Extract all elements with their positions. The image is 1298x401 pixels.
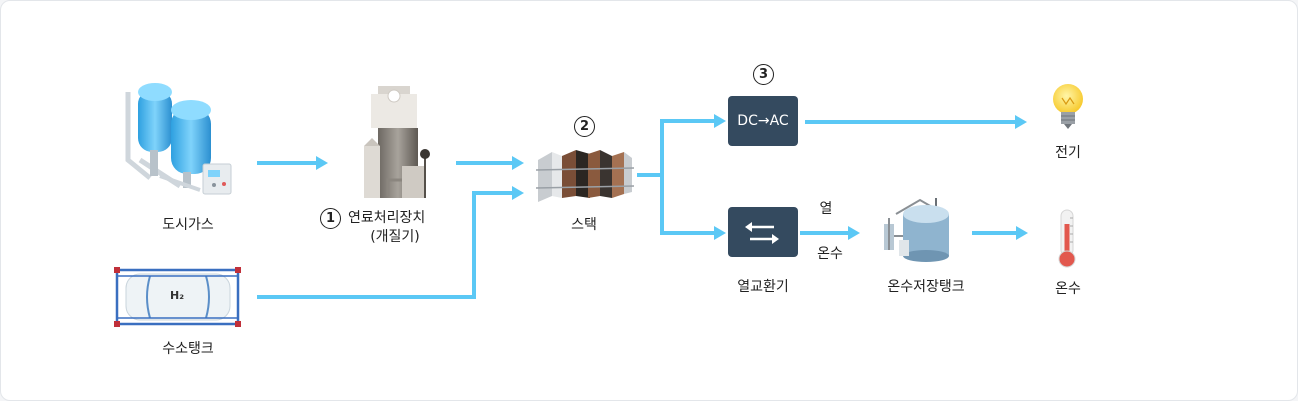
label-fuel-processor-sub: (개질기) <box>370 229 420 245</box>
label-stack: 스택 <box>571 217 597 233</box>
reformer-icon <box>364 86 430 198</box>
edge-label-hot-water: 온수 <box>817 246 843 262</box>
flow-arrows <box>257 119 1016 299</box>
heat-exchanger-bg <box>728 207 798 257</box>
hydrogen-tank-mark: H₂ <box>169 289 185 302</box>
step-1-badge: 1 <box>320 208 341 229</box>
hydrogen-tank-icon <box>114 267 241 327</box>
inverter-box: DC→AC <box>728 96 798 146</box>
arrow-stack-split <box>637 119 714 177</box>
inverter-label: DC→AC <box>737 113 789 129</box>
arrow-stack-to-exchanger <box>660 175 714 235</box>
gas-tanks-icon <box>125 83 232 195</box>
label-hydrogen-tank: 수소탱크 <box>162 341 214 357</box>
thermometer-icon <box>1058 209 1076 268</box>
step-3-badge: 3 <box>753 64 774 85</box>
label-heat-exchanger: 열교환기 <box>737 279 789 295</box>
label-fuel-processor: 연료처리장치 <box>348 210 426 226</box>
light-bulb-icon <box>1053 84 1083 129</box>
step-2-badge: 2 <box>574 116 595 137</box>
storage-tank-icon <box>884 198 949 262</box>
label-electricity: 전기 <box>1055 145 1081 161</box>
arrow-heads <box>316 114 1028 240</box>
label-hot-water: 온수 <box>1055 281 1081 297</box>
label-hot-water-tank: 온수저장탱크 <box>887 279 965 295</box>
arrow-h2-to-stack <box>257 191 512 299</box>
fuel-cell-stack-icon <box>535 150 635 202</box>
label-city-gas: 도시가스 <box>162 217 214 233</box>
edge-label-heat: 열 <box>819 201 833 217</box>
